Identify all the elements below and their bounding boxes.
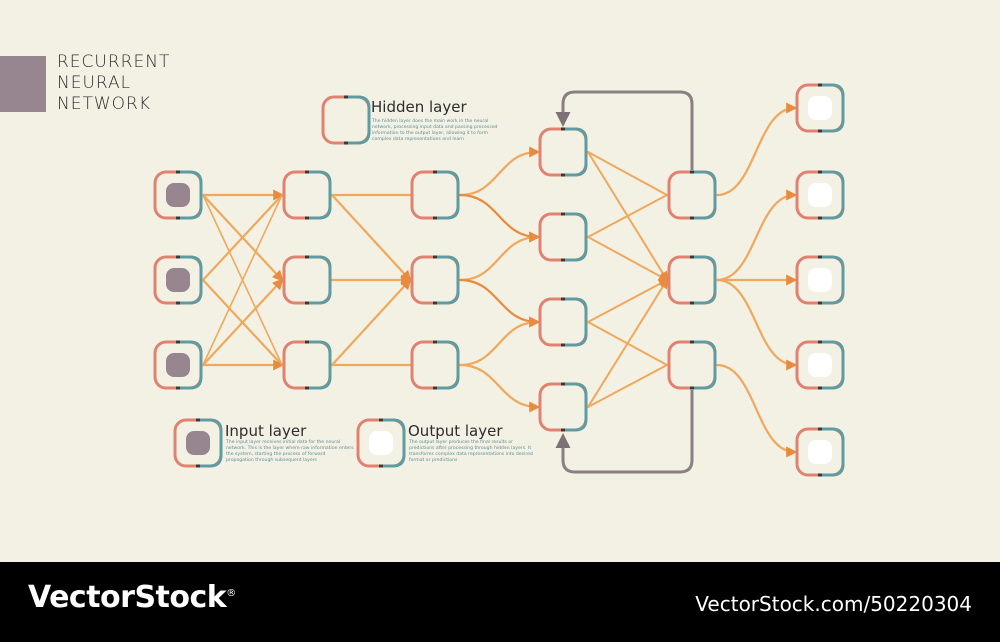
edge-h1c-h2b [330, 278, 412, 367]
edge-h1a-h2b [330, 193, 412, 282]
legend-output-title: Output layer [408, 422, 503, 440]
feedback-loop-top [555, 90, 694, 170]
connection-edges [201, 102, 798, 458]
hidden-node-3-1 [538, 127, 588, 177]
input-node-2 [153, 255, 203, 305]
edge-h3c-h4b [587, 279, 669, 323]
legend-output-description: The output layer produces the final resu… [409, 440, 533, 463]
edge-h3b-h4b [587, 236, 669, 281]
output-node-1 [795, 83, 845, 133]
brand-logo[interactable]: VectorStock® [28, 580, 236, 615]
legend-hidden-symbol [321, 95, 371, 145]
input-node-3 [153, 340, 203, 390]
legend-hidden-title: Hidden layer [371, 98, 467, 116]
edge-h2c-h3d [458, 363, 541, 413]
legend-hidden-description: The hidden layer does the main work in t… [372, 119, 498, 142]
output-node-4 [795, 340, 845, 390]
hidden-node-3-3 [538, 297, 588, 347]
hidden-node-2-2 [410, 255, 460, 305]
feedback-loop-bottom [555, 390, 694, 474]
diagram-canvas: RECURRENT NEURAL NETWORK Hidden layer Th… [0, 52, 845, 477]
image-url[interactable]: VectorStock.com/50220304 [695, 592, 972, 616]
brand-name: VectorStock [28, 580, 227, 615]
edge-in3-h2 [201, 278, 284, 367]
hidden-node-4-2 [667, 255, 717, 305]
edge-h2a-h3b [458, 193, 541, 243]
hidden-node-1-2 [282, 255, 332, 305]
edge-h3d-h4c [587, 364, 668, 408]
edge-h2a-h3a [458, 146, 541, 197]
title-line-2: NEURAL [57, 73, 132, 93]
edge-in2-h1 [201, 193, 284, 282]
page-title: RECURRENT NEURAL NETWORK [57, 52, 170, 115]
edge-h4c-out5 [715, 363, 798, 458]
recurrent-feedback-loops [555, 90, 694, 474]
registered-mark: ® [226, 588, 236, 599]
legend-input-symbol [173, 418, 223, 468]
edge-h3b-h4a [587, 194, 668, 238]
edge-h2c-h3c [458, 316, 541, 367]
edge-h4b-out4 [715, 278, 798, 371]
title-line-3: NETWORK [57, 94, 151, 114]
network-diagram [153, 83, 845, 477]
input-node-1 [153, 170, 203, 220]
hidden-node-4-1 [667, 170, 717, 220]
hidden-node-2-1 [410, 170, 460, 220]
edge-h4b-out2 [715, 189, 798, 282]
hidden-node-1-3 [282, 340, 332, 390]
title-line-1: RECURRENT [57, 52, 171, 72]
edge-h3d-h4b [587, 278, 669, 408]
hidden-node-1-1 [282, 170, 332, 220]
edge-h2b-h3c [458, 278, 541, 328]
legend-symbols [173, 95, 406, 468]
output-node-3 [795, 255, 845, 305]
edge-h3a-h4a [587, 151, 668, 196]
legend-input-title: Input layer [225, 422, 307, 440]
output-node-5 [795, 427, 845, 477]
output-node-2 [795, 170, 845, 220]
hidden-node-3-4 [538, 382, 588, 432]
edge-h2b-h3b [458, 231, 541, 282]
hidden-node-4-3 [667, 340, 717, 390]
edge-h4a-out1 [715, 102, 798, 197]
footer-bar [0, 562, 1000, 642]
hidden-node-3-2 [538, 212, 588, 262]
title-accent-block [0, 56, 46, 112]
legend-output-symbol [356, 418, 406, 468]
legend-input-description: The input layer receives initial data fo… [226, 440, 354, 463]
edge-in3-h1 [202, 194, 283, 366]
network-nodes [153, 83, 845, 477]
hidden-node-2-3 [410, 340, 460, 390]
